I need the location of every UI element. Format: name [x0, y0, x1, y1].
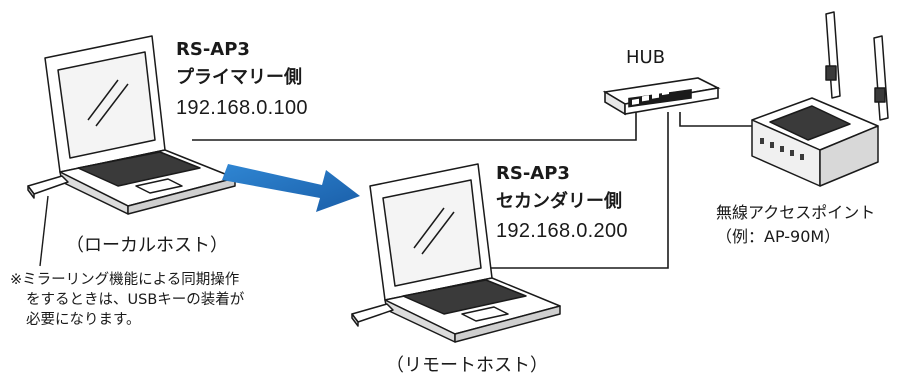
primary-role: プライマリー側 — [176, 67, 302, 88]
primary-laptop-icon — [27, 35, 236, 215]
secondary-role: セカンダリー側 — [496, 191, 622, 212]
note-pointer-line — [39, 195, 49, 267]
wireless-router-icon — [751, 11, 889, 187]
hub-label: HUB — [626, 47, 666, 68]
secondary-model: RS-AP3 — [496, 163, 570, 184]
secondary-ip: 192.168.0.200 — [496, 220, 628, 242]
primary-host-label: （ローカルホスト） — [66, 235, 228, 256]
access-point-name: 無線アクセスポイント — [716, 203, 876, 222]
cable-primary-to-hub — [192, 112, 637, 141]
hub-icon — [602, 77, 721, 116]
note-line: ※ミラーリング機能による同期操作 — [10, 272, 240, 288]
network-cables — [192, 112, 752, 269]
sync-arrow-icon — [222, 164, 360, 212]
note-line: 必要になります。 — [26, 312, 141, 328]
usb-key-icon — [27, 175, 69, 199]
secondary-laptop-icon — [351, 163, 561, 343]
primary-model: RS-AP3 — [176, 39, 250, 60]
note-line: をするときは、USBキーの装着が — [26, 292, 245, 308]
primary-ip: 192.168.0.100 — [176, 97, 308, 119]
access-point-example: （例：AP-90M） — [716, 227, 841, 246]
cable-hub-to-ap — [679, 112, 752, 127]
cable-secondary-to-hub — [470, 112, 669, 269]
usb-key-note: ※ミラーリング機能による同期操作 をするときは、USBキーの装着が 必要になりま… — [10, 270, 244, 330]
secondary-host-label: （リモートホスト） — [386, 355, 548, 376]
